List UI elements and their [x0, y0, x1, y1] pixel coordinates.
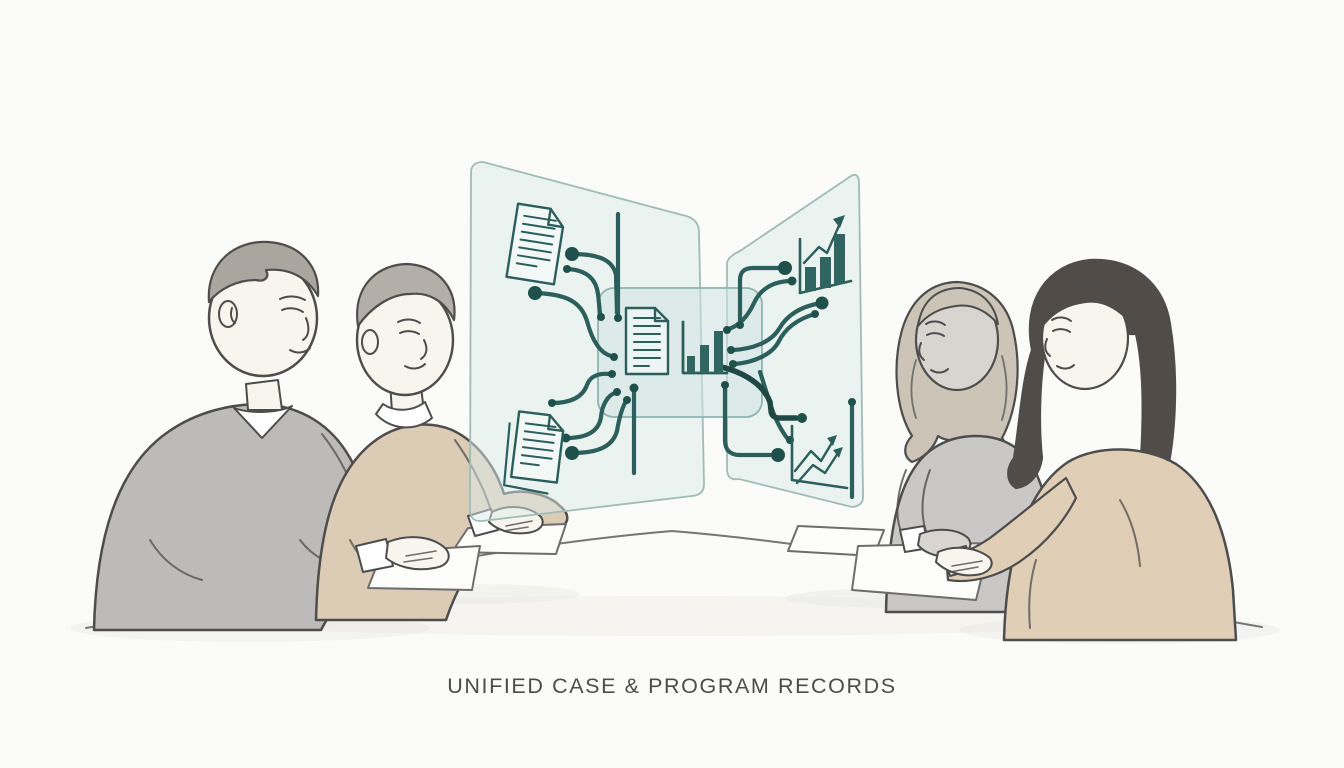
person-1-collar: [233, 405, 293, 439]
connector: [549, 371, 612, 406]
person-4-face: [1044, 316, 1075, 370]
person-2-face: [397, 318, 428, 370]
person-1-face: [230, 295, 311, 354]
central-record-panel: [597, 287, 763, 418]
node-dot: [614, 314, 622, 322]
person-woman-dark-hair: [1002, 258, 1238, 642]
person-3-hair-waves: [910, 355, 1008, 421]
person-2-ear: [361, 329, 379, 355]
person-1-hair: [207, 240, 320, 304]
node-dot: [629, 383, 639, 393]
bar-chart-growth-icon: [798, 215, 853, 295]
person-4-fingers: [949, 560, 983, 573]
connector: [737, 265, 788, 324]
connector-lines: [532, 211, 855, 500]
node-dot: [778, 261, 792, 275]
person-4-hair-fringe: [1043, 283, 1133, 325]
connector: [732, 311, 818, 367]
node-dot: [771, 448, 785, 462]
node-dot: [815, 296, 829, 310]
node-dot: [723, 326, 731, 334]
caption-title: UNIFIED CASE & PROGRAM RECORDS: [447, 674, 896, 698]
line-chart-arrows-icon: [790, 424, 849, 490]
connector: [563, 390, 618, 441]
node-dot: [736, 321, 744, 329]
central-bar-chart-icon: [681, 320, 729, 375]
person-2-collar: [375, 401, 433, 429]
person-1-fingers: [403, 550, 437, 563]
connector: [532, 290, 614, 359]
connector: [730, 300, 825, 353]
node-dot: [597, 313, 605, 321]
node-dot: [727, 346, 735, 354]
hands-on-table: [355, 476, 1078, 583]
person-woman-gray-sweater: [884, 280, 1055, 614]
connector: [569, 398, 629, 456]
node-dot: [528, 286, 542, 300]
node-dot: [565, 446, 579, 460]
stacked-documents-icon: [502, 410, 565, 495]
node-dot: [623, 396, 631, 404]
person-1-cuff: [355, 538, 394, 573]
node-dot: [811, 310, 819, 318]
node-dot: [548, 399, 556, 407]
person-3-hair-fringe: [917, 287, 999, 327]
node-dot: [721, 381, 729, 389]
central-document-icon: [624, 306, 670, 376]
node-dot: [848, 398, 856, 406]
node-dot: [729, 360, 737, 368]
node-dot: [565, 247, 579, 261]
connector: [564, 266, 603, 316]
node-dot: [797, 413, 807, 423]
connector-dots: [528, 247, 856, 462]
person-3-face: [918, 320, 949, 374]
panel-icons: [502, 202, 853, 495]
person-2-fingers: [503, 520, 533, 532]
connector-thick-swoosh: [714, 363, 799, 421]
node-dot: [563, 265, 571, 273]
connector: [722, 386, 773, 458]
person-4-hand: [935, 546, 993, 577]
node-dot: [608, 370, 616, 378]
node-dot: [613, 388, 621, 396]
person-2-hair: [356, 262, 456, 328]
person-4-sweater-folds: [1028, 499, 1141, 629]
person-1-neck: [245, 379, 283, 411]
person-1-hand: [385, 536, 450, 571]
node-dot: [610, 353, 618, 361]
node-dot: [787, 276, 797, 286]
connector: [569, 251, 620, 316]
document-icon: [505, 202, 565, 286]
